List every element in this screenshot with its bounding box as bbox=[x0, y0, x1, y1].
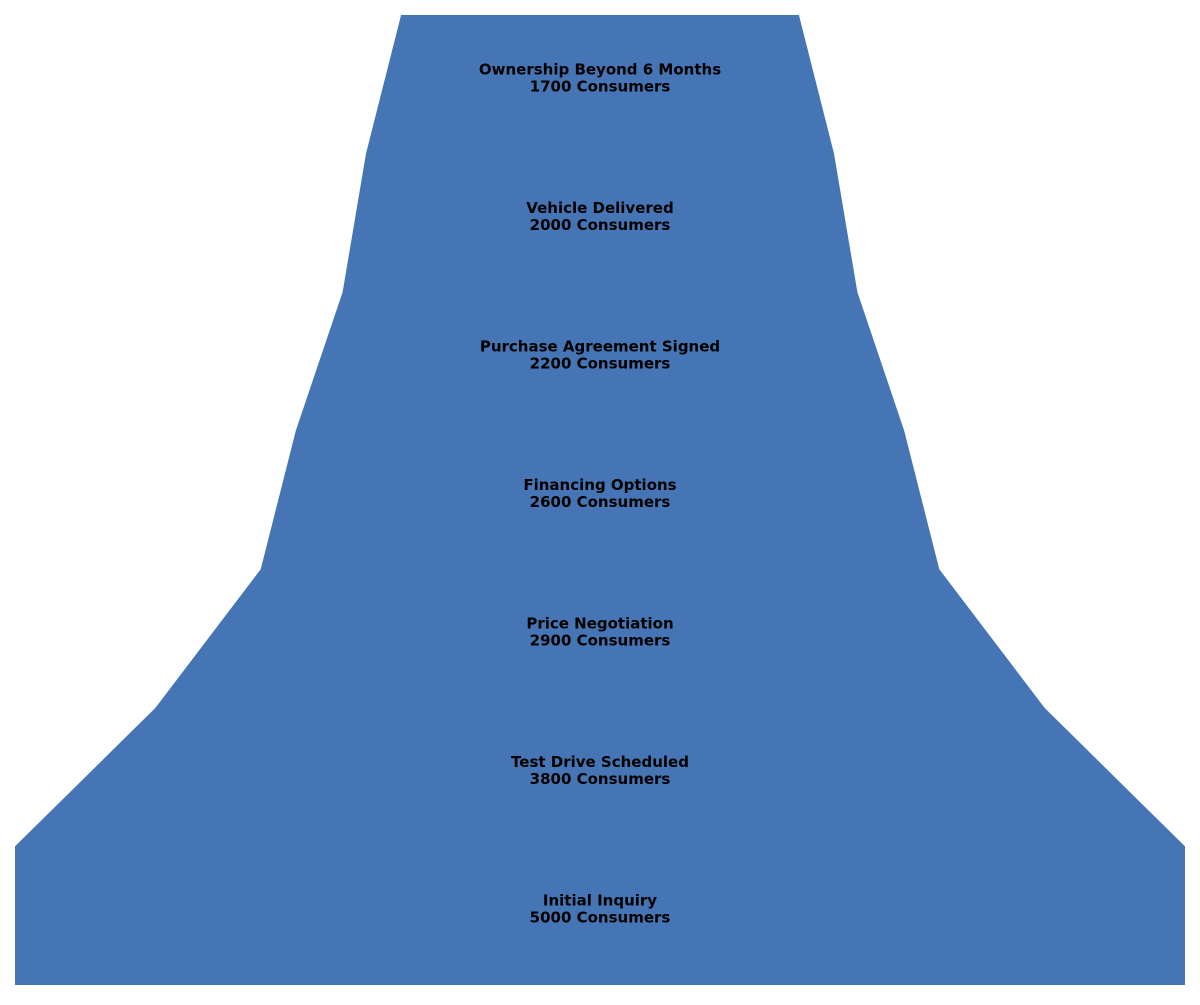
stage-value-label: 2600 Consumers bbox=[530, 493, 671, 511]
stage-value-label: 2900 Consumers bbox=[530, 632, 671, 650]
funnel-area bbox=[15, 15, 1185, 985]
stage-name-label: Test Drive Scheduled bbox=[511, 753, 689, 771]
stage-value-label: 2200 Consumers bbox=[530, 354, 671, 372]
stage-name-label: Price Negotiation bbox=[526, 615, 673, 633]
stage-value-label: 1700 Consumers bbox=[530, 77, 671, 95]
stage-value-label: 3800 Consumers bbox=[530, 770, 671, 788]
stage-name-label: Initial Inquiry bbox=[543, 892, 657, 910]
stage-value-label: 5000 Consumers bbox=[530, 909, 671, 927]
stage-name-label: Financing Options bbox=[523, 476, 676, 494]
stage-name-label: Vehicle Delivered bbox=[526, 199, 673, 217]
stage-value-label: 2000 Consumers bbox=[530, 216, 671, 234]
stage-name-label: Ownership Beyond 6 Months bbox=[479, 60, 721, 78]
stage-name-label: Purchase Agreement Signed bbox=[480, 337, 720, 355]
